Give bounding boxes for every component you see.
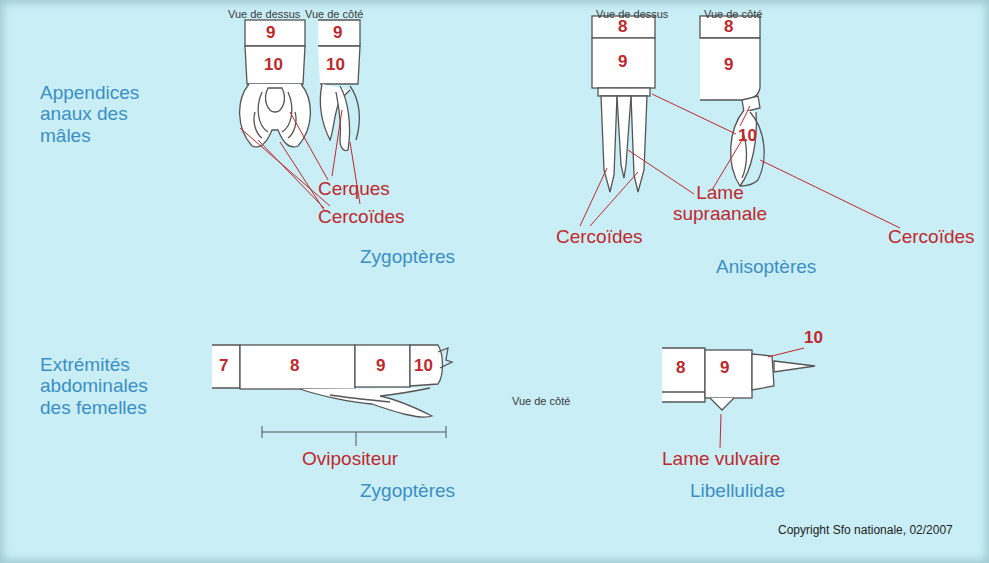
part-name: Cercoïdes [888,226,975,247]
part-name: Cercoïdes [556,226,643,247]
zygoptera-male-top [240,20,311,147]
segment-number: 8 [676,358,685,377]
segment-number: 9 [724,55,733,74]
segment-number: 9 [618,52,627,71]
part-name: Lame supraanale [664,182,776,225]
leader-lines [580,94,900,228]
segment-number: 7 [219,356,228,375]
view-caption: Vue de dessus [596,8,668,20]
segment-number: 9 [376,356,385,375]
segment-number: 8 [290,356,299,375]
part-name: Ovipositeur [302,448,398,469]
group-name: Anisoptères [716,256,816,277]
view-caption: Vue de côté [305,8,363,20]
view-caption: Vue de dessus [228,8,300,20]
view-caption: Vue de côté [512,395,570,407]
copyright-note: Copyright Sfo nationale, 02/2007 [778,524,953,537]
segment-number: 10 [264,55,283,74]
part-name: Cercoïdes [318,206,405,227]
leader-lines [720,348,804,448]
libellulidae-female-side [662,348,815,410]
bracket [262,426,446,446]
anisoptera-male-top [592,16,655,192]
anisoptera-male-side [700,16,764,186]
segment-number: 8 [618,17,627,36]
segment-number: 10 [414,356,433,375]
group-name: Libellulidae [690,480,785,501]
part-name: Cerques [318,178,390,199]
segment-number: 10 [738,126,757,145]
section-heading: Extrémités abdominales des femelles [40,354,170,418]
group-name: Zygoptères [360,246,455,267]
part-name: Lame vulvaire [662,448,780,469]
segment-number: 8 [724,17,733,36]
zygoptera-female-side [212,345,452,417]
segment-number: 9 [720,358,729,377]
segment-number: 9 [333,23,342,42]
segment-number: 10 [804,328,823,347]
segment-number: 10 [326,55,345,74]
group-name: Zygoptères [360,480,455,501]
section-heading: Appendices anaux des mâles [40,82,170,146]
segment-number: 9 [266,23,275,42]
